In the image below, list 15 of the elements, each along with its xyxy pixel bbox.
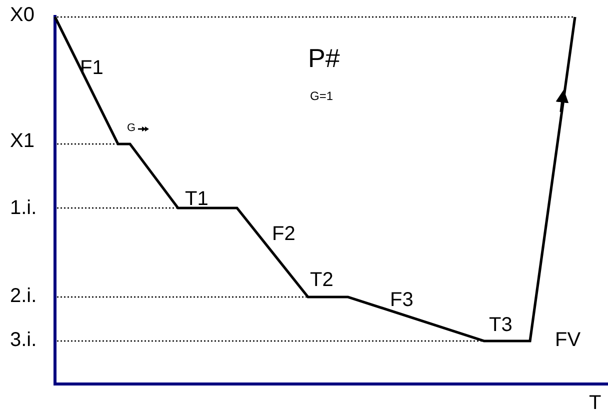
axis-label: 1.i. — [10, 198, 37, 218]
parameter-label: G=1 — [310, 90, 334, 102]
axis-label: 2.i. — [10, 286, 37, 306]
segment-label: F2 — [272, 224, 296, 244]
axis-label: X0 — [10, 5, 34, 25]
axis-label: 3.i. — [10, 330, 37, 350]
segment-label: T2 — [310, 270, 334, 290]
axis-label: T — [589, 393, 602, 413]
segment-label: T3 — [489, 315, 512, 335]
segment-label: FV — [555, 330, 581, 350]
parameter-label: G — [127, 123, 136, 134]
program-label: P# — [308, 45, 340, 71]
axis-label: X1 — [10, 131, 34, 151]
segment-label: F3 — [390, 290, 414, 310]
segment-label: T1 — [185, 189, 208, 209]
